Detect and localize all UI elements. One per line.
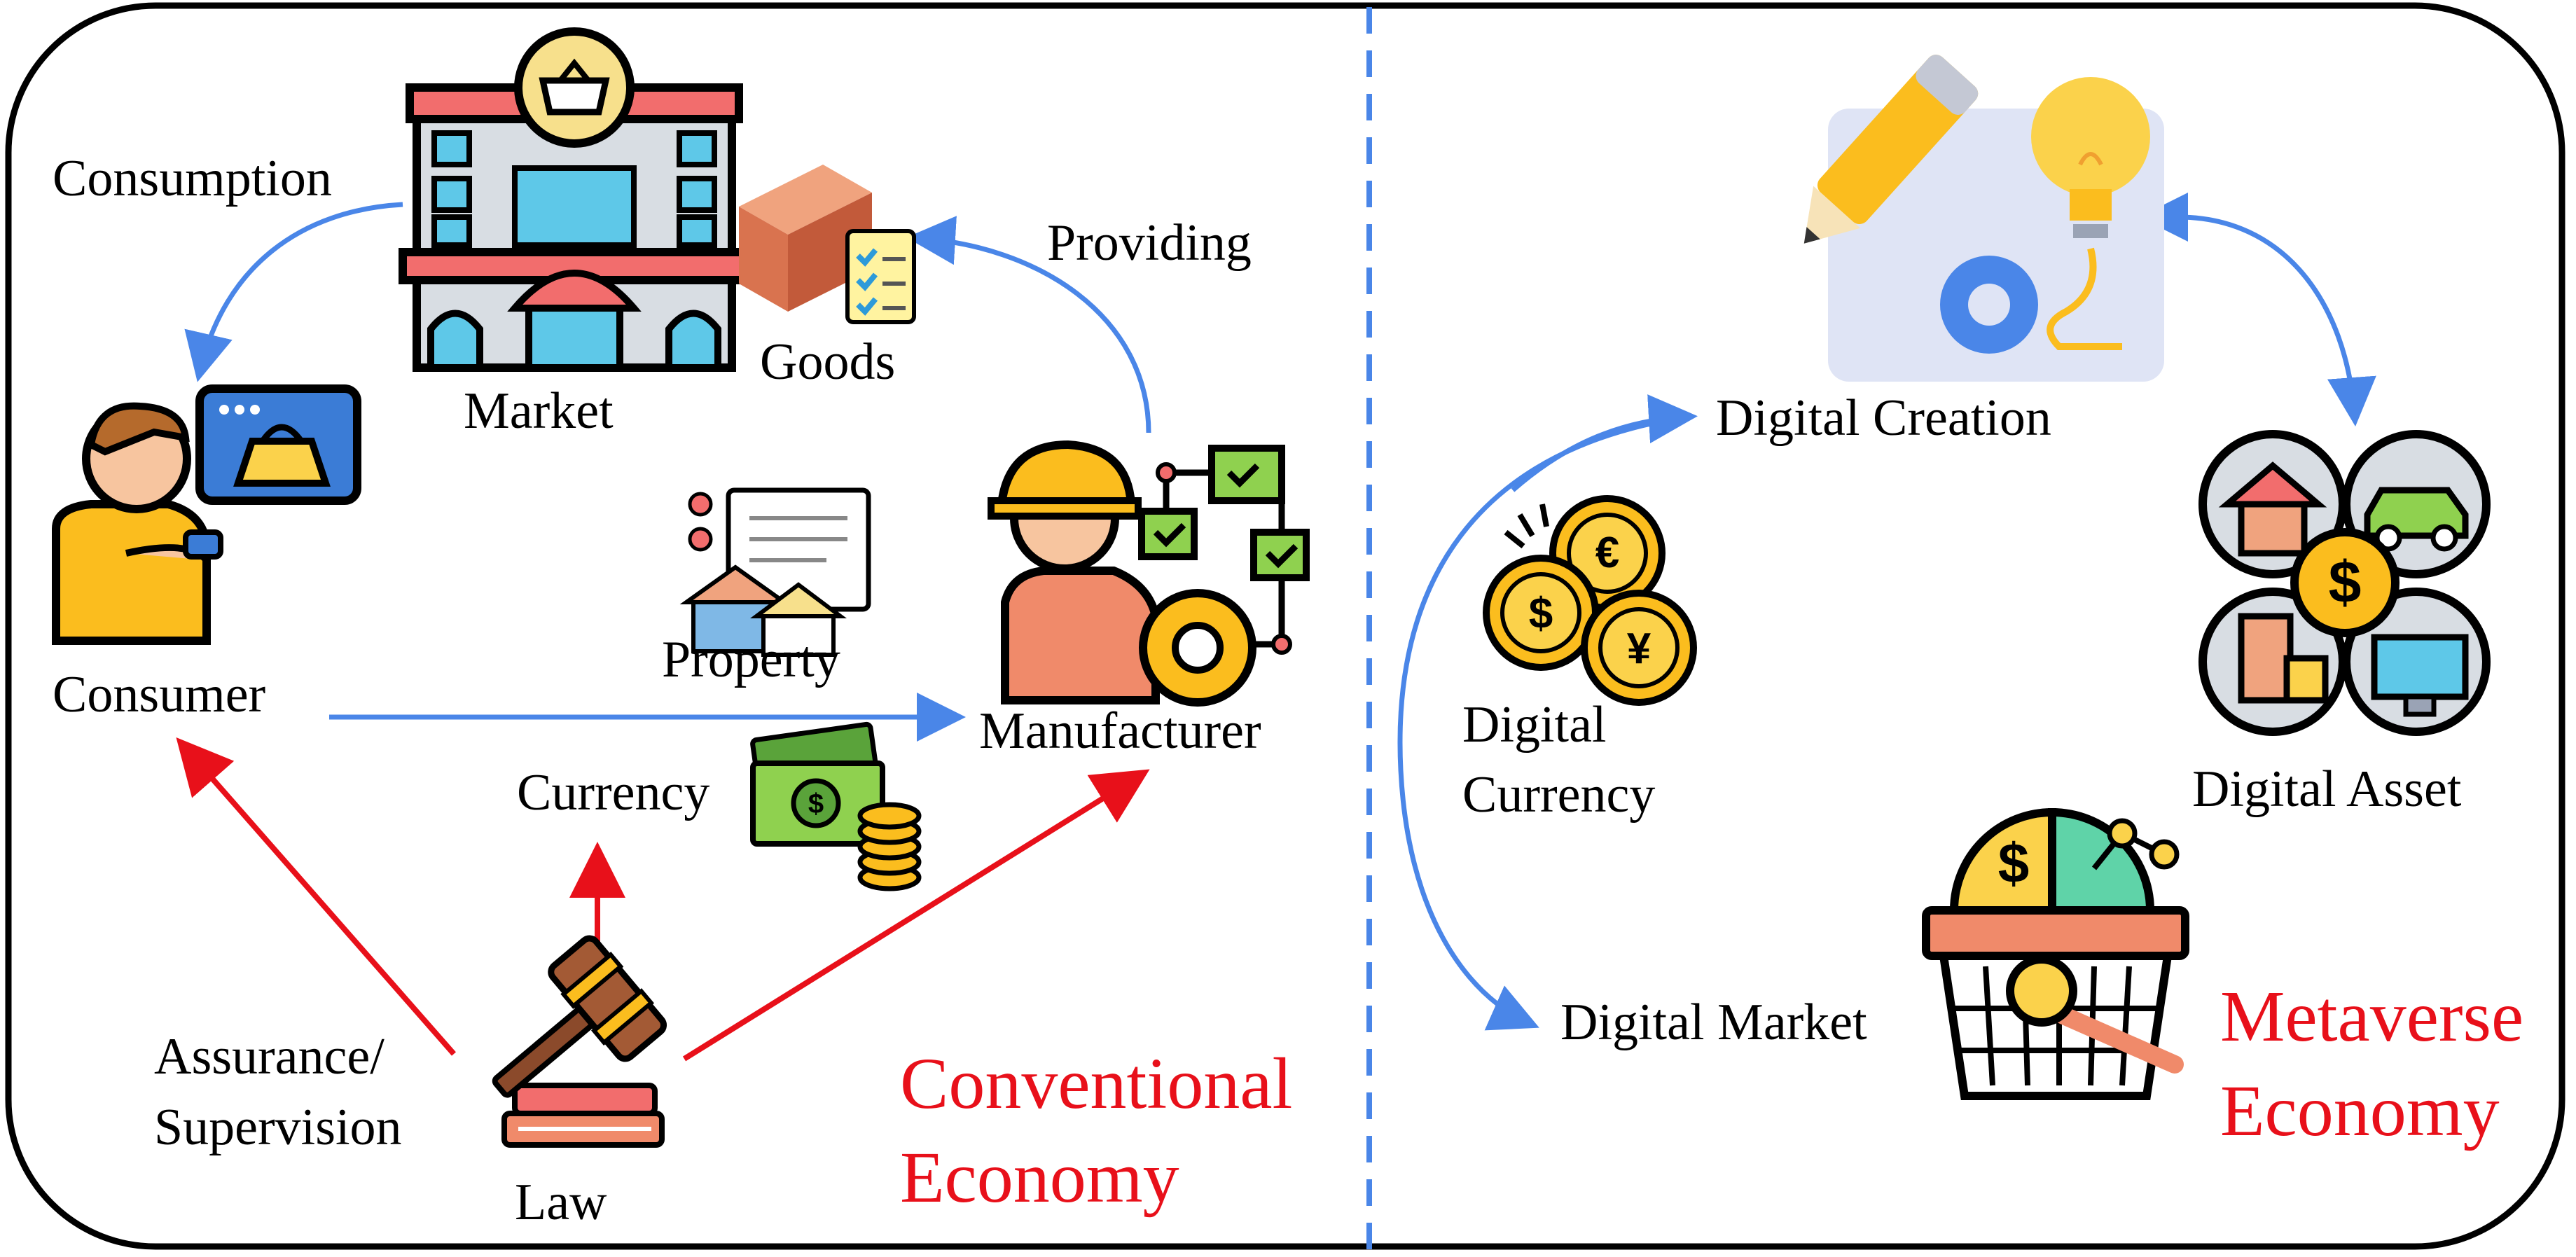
currency-money-icon: $ xyxy=(750,721,922,891)
conventional-economy-title-line1: Conventional xyxy=(900,1043,1293,1124)
arrow-currency-loop xyxy=(1397,414,1689,1031)
digital-currency-coins-icon: € $ ¥ xyxy=(1483,495,1697,706)
metaverse-economy-title-line2: Economy xyxy=(2220,1071,2500,1151)
digital-creation-label: Digital Creation xyxy=(1716,389,2051,447)
svg-text:$: $ xyxy=(2329,549,2362,615)
svg-text:$: $ xyxy=(1998,832,2030,894)
svg-text:$: $ xyxy=(1529,590,1553,638)
conventional-economy-title-line2: Economy xyxy=(900,1137,1179,1218)
market-label: Market xyxy=(464,382,614,440)
consumption-label: Consumption xyxy=(53,150,332,207)
goods-box-icon xyxy=(739,165,916,324)
arrow-law-to-consumer xyxy=(176,737,457,1056)
digital-asset-label: Digital Asset xyxy=(2192,761,2462,818)
arrow-law-to-manufacturer xyxy=(682,769,1150,1062)
outer-frame xyxy=(5,2,2565,1250)
assurance-label-line1: Assurance/ xyxy=(154,1028,385,1085)
digital-currency-label-line1: Digital xyxy=(1462,696,1607,753)
svg-text:$: $ xyxy=(808,789,824,819)
svg-text:¥: ¥ xyxy=(1627,625,1651,673)
digital-creation-icon xyxy=(1803,55,2164,382)
market-building-icon xyxy=(399,27,750,372)
digital-currency-label-line2: Currency xyxy=(1462,766,1656,824)
metaverse-economy-title-line1: Metaverse xyxy=(2220,976,2524,1057)
manufacturer-worker-icon xyxy=(988,440,1310,707)
goods-label: Goods xyxy=(760,333,896,391)
digital-asset-icon: $ xyxy=(2198,430,2491,736)
property-document-icon xyxy=(679,487,871,657)
law-label: Law xyxy=(515,1174,607,1231)
arrow-consumption xyxy=(184,202,403,382)
property-label: Property xyxy=(662,631,840,688)
svg-text:€: € xyxy=(1595,529,1619,577)
digital-market-basket-icon: $ xyxy=(1922,807,2189,1100)
arrow-to-creation xyxy=(1511,394,1698,492)
arrow-providing xyxy=(906,216,1151,433)
law-gavel-icon xyxy=(492,935,667,1148)
manufacturer-label: Manufacturer xyxy=(979,702,1261,760)
digital-market-label: Digital Market xyxy=(1560,994,1867,1051)
consumer-person-icon xyxy=(52,384,361,645)
currency-label: Currency xyxy=(517,764,710,821)
consumer-label: Consumer xyxy=(53,666,266,723)
assurance-label-line2: Supervision xyxy=(154,1099,402,1156)
arrow-creation-asset xyxy=(2139,193,2376,426)
providing-label: Providing xyxy=(1047,214,1252,272)
